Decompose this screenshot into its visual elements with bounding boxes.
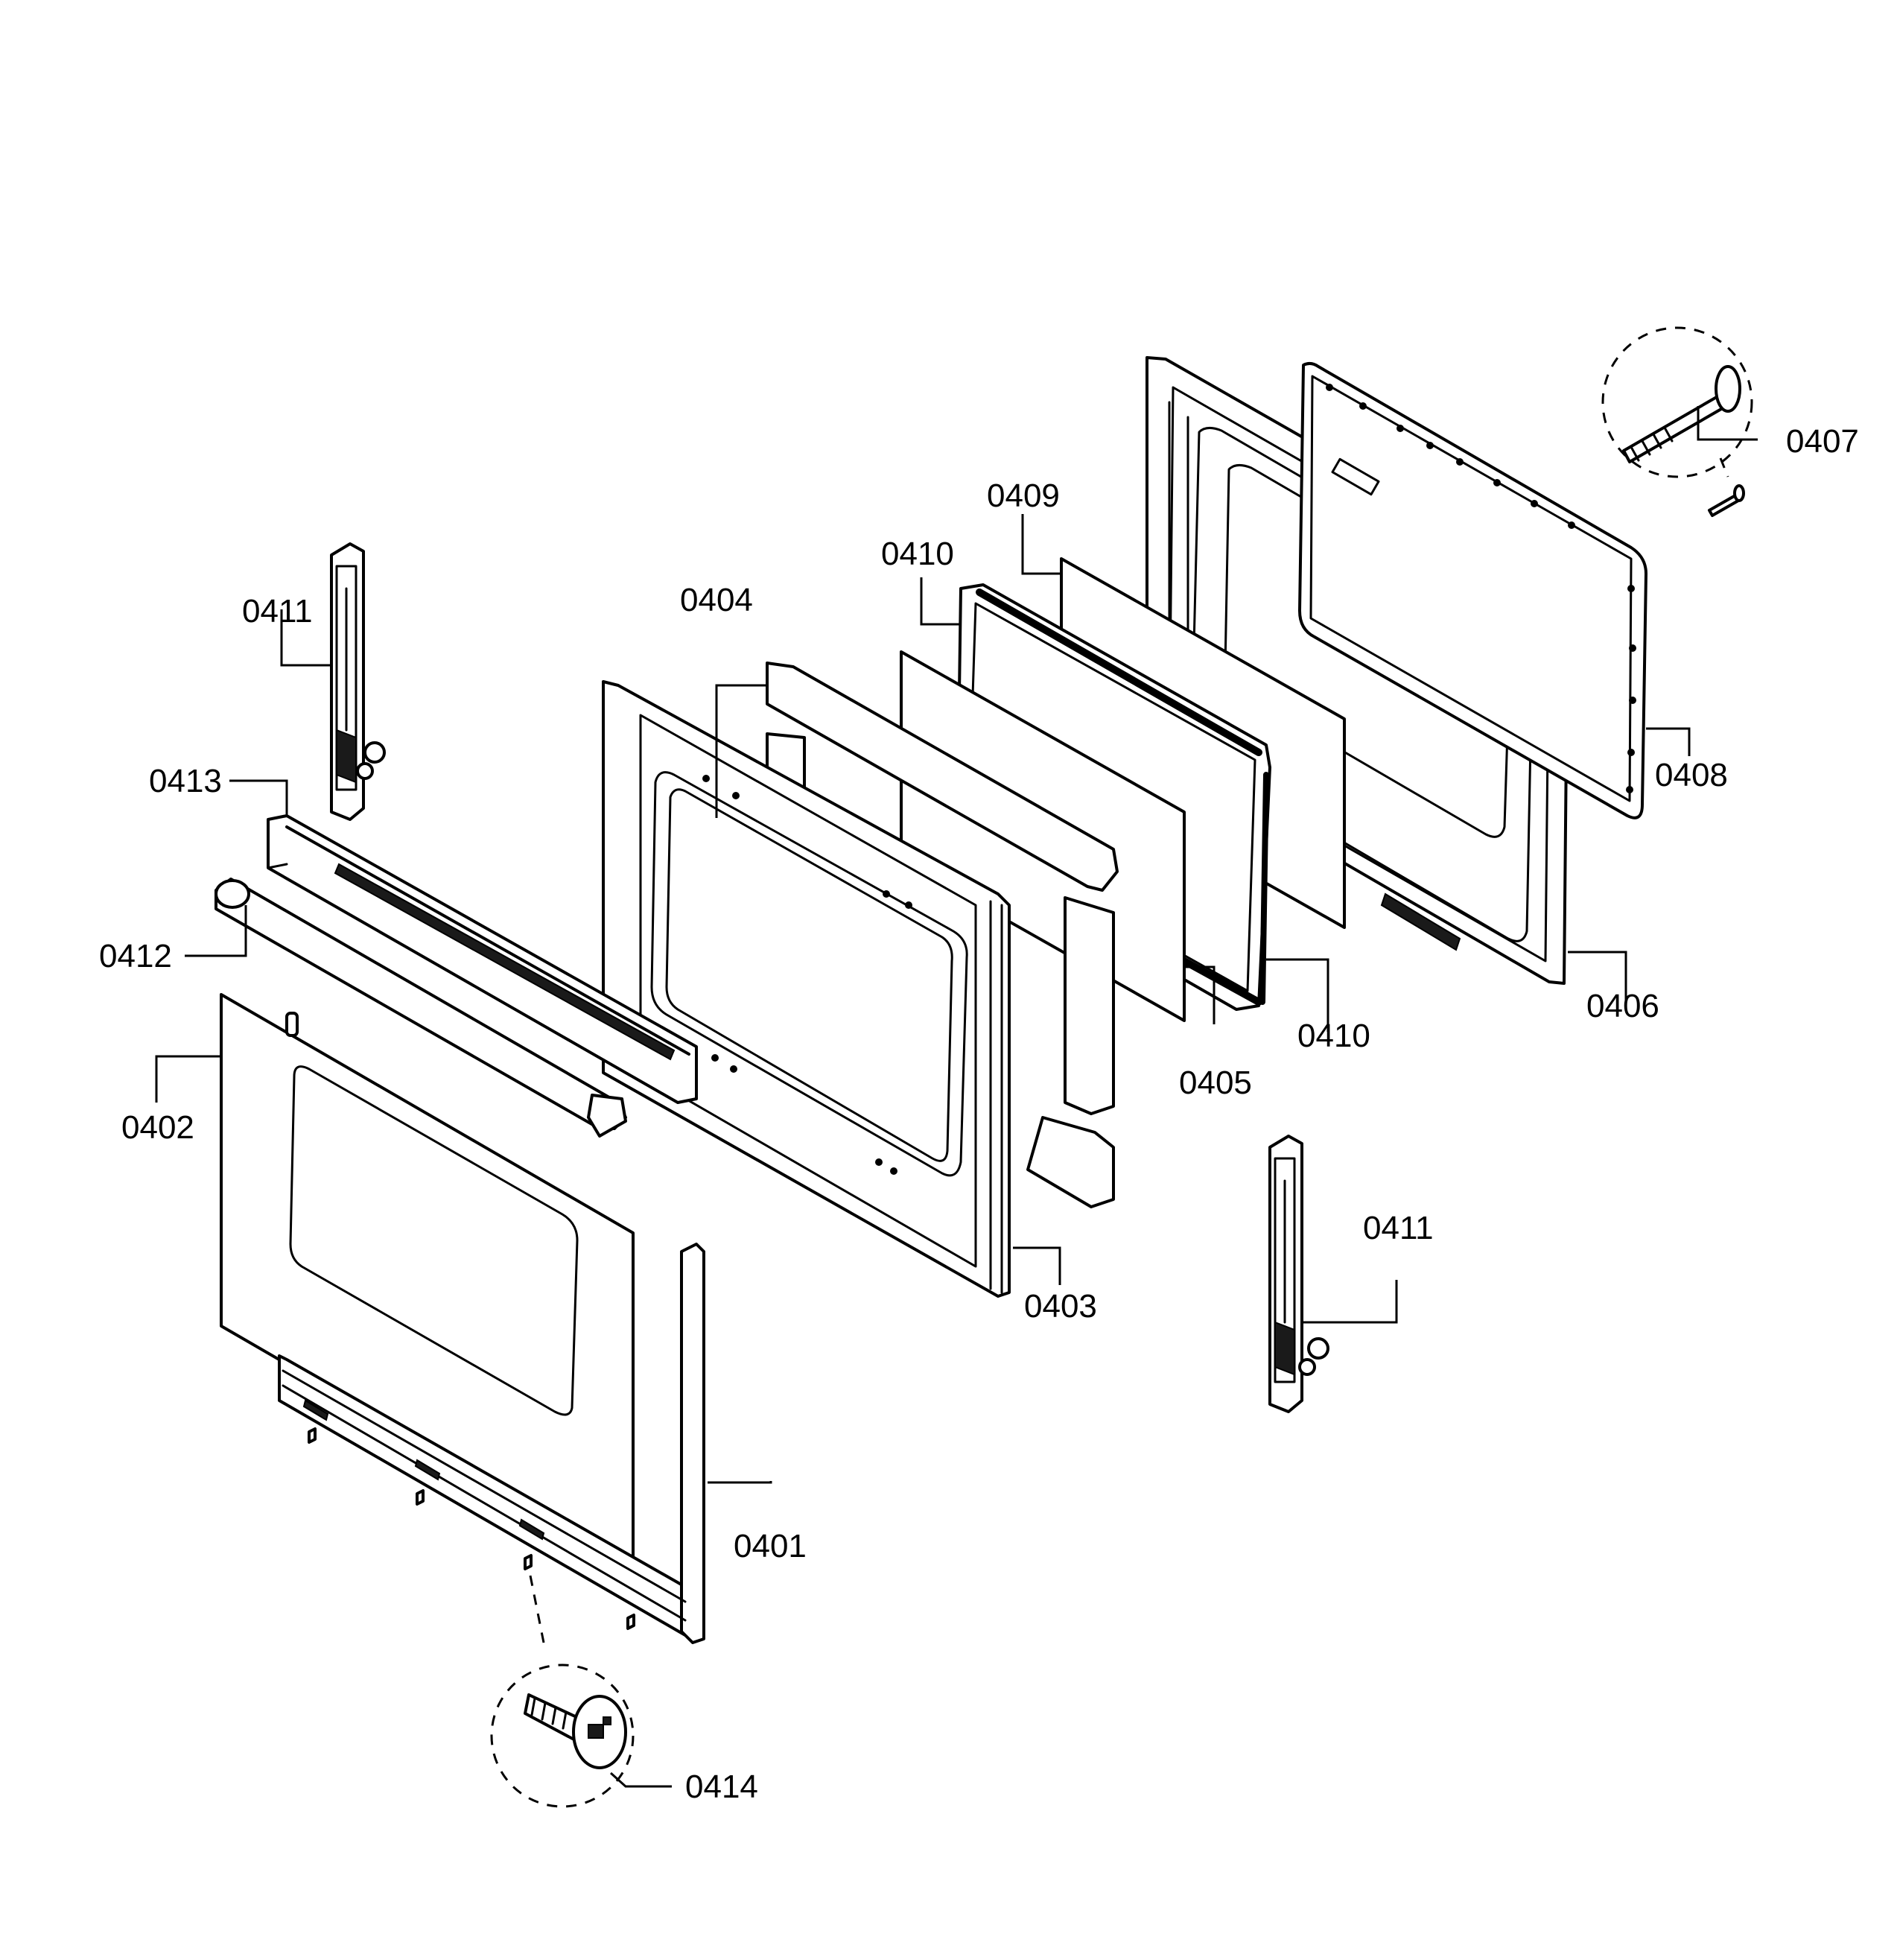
callout-labels: 0411 0413 0412 0402 0404 0410 0409 0405 … — [99, 423, 1859, 1805]
callout-0411-right: 0411 — [1363, 1210, 1434, 1246]
callout-0401: 0401 — [734, 1528, 807, 1564]
callout-0410-upper: 0410 — [881, 536, 954, 572]
outer-door-frame — [602, 680, 1011, 1298]
callout-0406: 0406 — [1586, 988, 1659, 1024]
callout-0402: 0402 — [121, 1109, 194, 1146]
door-gasket — [1298, 361, 1647, 951]
door-handle — [215, 878, 627, 1138]
leader-lines — [155, 406, 1758, 1788]
vent-trim — [267, 814, 698, 1104]
bolt-detail — [1601, 326, 1753, 517]
callout-0414: 0414 — [685, 1769, 758, 1805]
hinge-right — [1268, 1135, 1329, 1413]
callout-0412: 0412 — [99, 938, 172, 974]
callout-0403: 0403 — [1024, 1288, 1097, 1325]
callout-0413: 0413 — [149, 763, 222, 799]
hinge-left — [330, 542, 386, 821]
insulation-blocks — [766, 662, 1119, 1208]
callout-0410-lower: 0410 — [1297, 1018, 1370, 1054]
callout-0408: 0408 — [1655, 757, 1728, 793]
screw-detail — [490, 1575, 635, 1808]
callout-0411-left: 0411 — [242, 593, 313, 629]
outer-door-skin — [278, 1243, 705, 1644]
callout-0407: 0407 — [1786, 423, 1859, 460]
callout-0405: 0405 — [1179, 1065, 1252, 1101]
callout-0404: 0404 — [680, 582, 753, 618]
callout-0409: 0409 — [987, 478, 1060, 514]
door-screws — [308, 1427, 635, 1630]
